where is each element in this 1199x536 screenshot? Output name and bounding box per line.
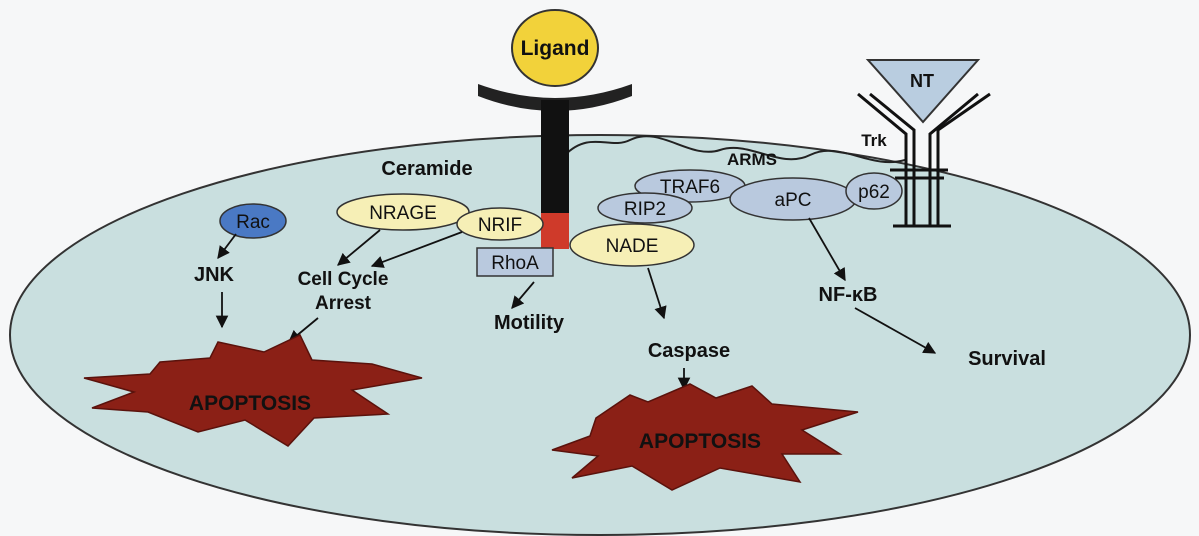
caspase-label: Caspase [648, 340, 730, 362]
rip2-node: RIP2 [598, 193, 692, 223]
p62-label: p62 [858, 182, 890, 203]
apoptosis-right-label: APOPTOSIS [639, 430, 761, 453]
apc-label: aPC [775, 190, 812, 211]
arms-label: ARMS [727, 150, 777, 169]
rac-node: Rac [220, 204, 286, 238]
rac-label: Rac [236, 212, 270, 233]
nrage-label: NRAGE [369, 203, 437, 224]
ligand: Ligand [512, 10, 598, 86]
jnk-label: JNK [194, 264, 235, 286]
nade-label: NADE [606, 236, 659, 257]
nt-label: NT [910, 71, 934, 91]
trk-label: Trk [861, 131, 887, 150]
nrage-node: NRAGE [337, 194, 469, 230]
survival-label: Survival [968, 348, 1046, 370]
nrif-node: NRIF [457, 208, 543, 240]
ceramide-label: Ceramide [381, 158, 472, 180]
p62-node: p62 [846, 173, 902, 209]
rhoa-node: RhoA [477, 248, 553, 276]
nade-node: NADE [570, 224, 694, 266]
motility-label: Motility [494, 312, 565, 334]
cell-cycle-label-line1: Cell Cycle [298, 269, 389, 290]
cell-body [10, 135, 1190, 535]
apc-node: aPC [730, 178, 856, 220]
rhoa-label: RhoA [491, 253, 539, 274]
nrif-label: NRIF [478, 215, 522, 236]
cell-cycle-label-line2: Arrest [315, 293, 372, 314]
rip2-label: RIP2 [624, 199, 666, 220]
ligand-label: Ligand [521, 37, 590, 60]
nfkb-label: NF-κB [819, 284, 878, 306]
apoptosis-left-label: APOPTOSIS [189, 392, 311, 415]
